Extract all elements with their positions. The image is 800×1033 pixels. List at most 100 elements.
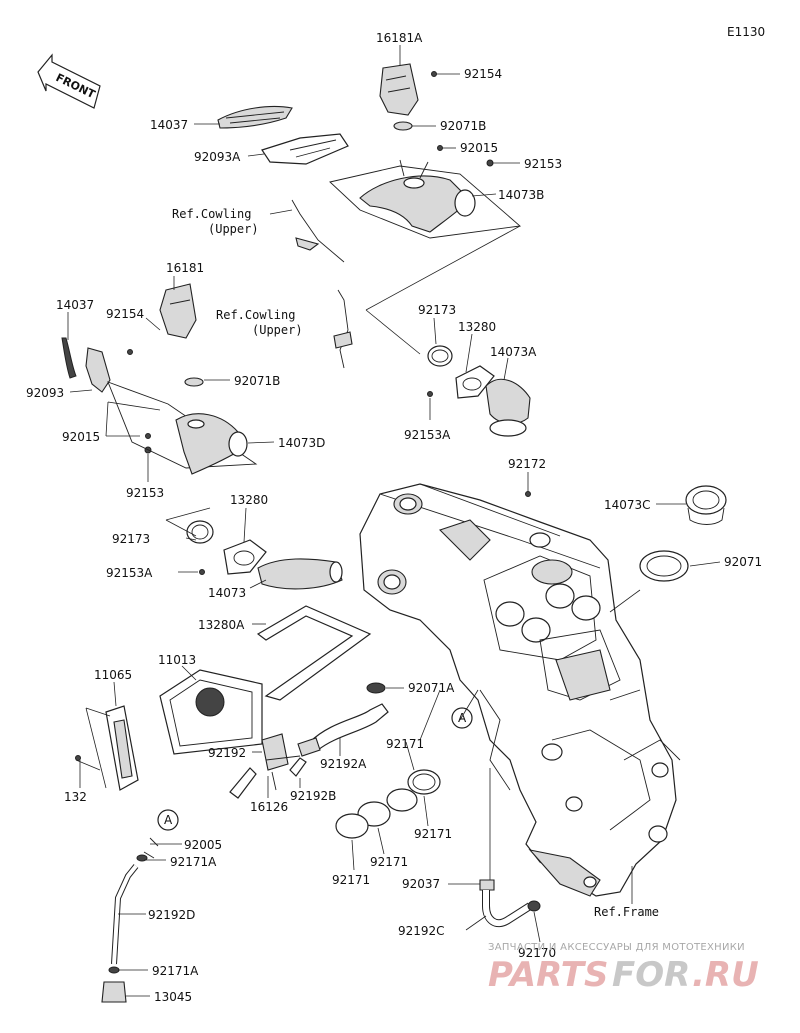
gasket-13280b-shape — [223, 539, 267, 575]
watermark-brand-grey: FOR — [612, 955, 690, 995]
seal-13280A-shape — [256, 605, 372, 701]
label-92171-middle: 92171 — [370, 855, 408, 869]
label-14073C: 14073C — [604, 498, 651, 512]
label-16181: 16181 — [166, 261, 204, 275]
hose-92192B-shape — [289, 757, 307, 777]
label-92153-left: 92153 — [126, 486, 164, 500]
watermark: ЗАПЧАСТИ И АКСЕССУАРЫ ДЛЯ МОТОТЕХНИКИ PA… — [488, 942, 759, 995]
label-14073: 14073 — [208, 586, 246, 600]
label-92154-upper: 92154 — [464, 67, 502, 81]
label-16181A: 16181A — [376, 31, 423, 45]
clamp-92171d-shape — [335, 813, 369, 839]
label-92171A-lower: 92171A — [152, 964, 199, 978]
ref-cowling-upper-2-line1: Ref.Cowling — [216, 308, 295, 322]
marker-a-upper-circle — [451, 707, 473, 729]
label-92071B-upper: 92071B — [440, 119, 486, 133]
label-92015-left: 92015 — [62, 430, 100, 444]
hose-group — [229, 703, 389, 799]
ref-frame: Ref.Frame — [594, 905, 659, 919]
label-14037-left: 14037 — [56, 298, 94, 312]
airbox-frame — [359, 483, 681, 897]
duct-14073B-shape — [359, 175, 471, 233]
clamp-92171b-shape — [386, 788, 418, 812]
label-14073D: 14073D — [278, 436, 325, 450]
label-14073B: 14073B — [498, 188, 544, 202]
label-92192A: 92192A — [320, 757, 367, 771]
label-92171-left: 92171 — [332, 873, 370, 887]
label-13045: 13045 — [154, 990, 192, 1004]
label-13280-lower: 13280 — [230, 493, 268, 507]
duct-14073B-group — [217, 63, 522, 239]
label-14037-upper: 14037 — [150, 118, 188, 132]
cover-11065-group — [75, 705, 139, 791]
label-92093A: 92093A — [194, 150, 241, 164]
ref-cowling-upper-2-line2: (Upper) — [252, 323, 303, 337]
label-92171-top: 92171 — [386, 737, 424, 751]
label-92153A-upper: 92153A — [404, 428, 451, 442]
valve-16126-shape — [261, 733, 289, 771]
label-92005: 92005 — [184, 838, 222, 852]
marker-a-lower: A — [164, 813, 173, 827]
duct-14073-shape — [257, 558, 343, 590]
drain-group: A — [101, 809, 179, 1003]
duct-14073A-group — [427, 345, 531, 437]
drain-hose-92192C-group: A — [451, 707, 541, 928]
label-92071B-left: 92071B — [234, 374, 280, 388]
duct-14073A-shape — [485, 378, 531, 425]
label-92172: 92172 — [508, 457, 546, 471]
duct-14073D-group — [61, 283, 258, 475]
marker-a-upper: A — [458, 711, 467, 725]
label-92093: 92093 — [26, 386, 64, 400]
label-13280A: 13280A — [198, 618, 245, 632]
reference-labels: Ref.Cowling (Upper) Ref.Cowling (Upper) … — [172, 207, 659, 919]
label-92015-upper: 92015 — [460, 141, 498, 155]
hose-92192-shape — [229, 767, 257, 799]
watermark-caption: ЗАПЧАСТИ И АКСЕССУАРЫ ДЛЯ МОТОТЕХНИКИ — [488, 942, 745, 953]
duct-14073-group — [186, 520, 343, 590]
label-92153A-lower: 92153A — [106, 566, 153, 580]
grommet-92071A-shape — [366, 682, 386, 694]
label-11065: 11065 — [94, 668, 132, 682]
label-92192C: 92192C — [398, 924, 445, 938]
label-92153-upper: 92153 — [524, 157, 562, 171]
funnel-14073C-shape — [685, 485, 727, 515]
label-92171-right: 92171 — [414, 827, 452, 841]
label-11013: 11013 — [158, 653, 196, 667]
part-labels: 16181A 92154 14037 92071B 92093A 92015 9… — [26, 31, 762, 1004]
label-16126: 16126 — [250, 800, 288, 814]
label-92154-left: 92154 — [106, 307, 144, 321]
cover-16181A-shape — [379, 63, 419, 116]
label-132: 132 — [64, 790, 87, 804]
watermark-brand-tail: .RU — [692, 955, 759, 995]
mesh-14037b-shape — [61, 337, 77, 379]
clamp-92173a-shape — [427, 345, 453, 367]
label-92192: 92192 — [208, 746, 246, 760]
cowling-bracket-2 — [337, 289, 349, 369]
label-13280-upper: 13280 — [458, 320, 496, 334]
duct-92093A-shape — [261, 133, 349, 165]
element-mesh-shape — [195, 687, 225, 717]
label-92192D: 92192D — [148, 908, 195, 922]
label-92173-lower: 92173 — [112, 532, 150, 546]
label-92037: 92037 — [402, 877, 440, 891]
duct-92093-shape — [85, 347, 111, 393]
ref-cowling-upper-1-line2: (Upper) — [208, 222, 259, 236]
hose-92192A-shape — [309, 703, 389, 751]
element-11013-group — [159, 669, 263, 755]
cover-16181-shape — [159, 283, 197, 339]
watermark-brand-red: PARTS — [488, 955, 608, 995]
label-92071: 92071 — [724, 555, 762, 569]
label-92071A: 92071A — [408, 681, 455, 695]
clamp-92173b-shape — [186, 520, 214, 544]
label-14073A: 14073A — [490, 345, 537, 359]
label-92171A-upper: 92171A — [170, 855, 217, 869]
diagram-code: E1130 — [727, 25, 765, 39]
cowling-bracket-1 — [291, 199, 345, 263]
plug-13045-shape — [101, 981, 127, 1003]
marker-a-lower-circle — [157, 809, 179, 831]
label-92170: 92170 — [518, 946, 556, 960]
label-92192B: 92192B — [290, 789, 336, 803]
ref-cowling-upper-1-line1: Ref.Cowling — [172, 207, 251, 221]
